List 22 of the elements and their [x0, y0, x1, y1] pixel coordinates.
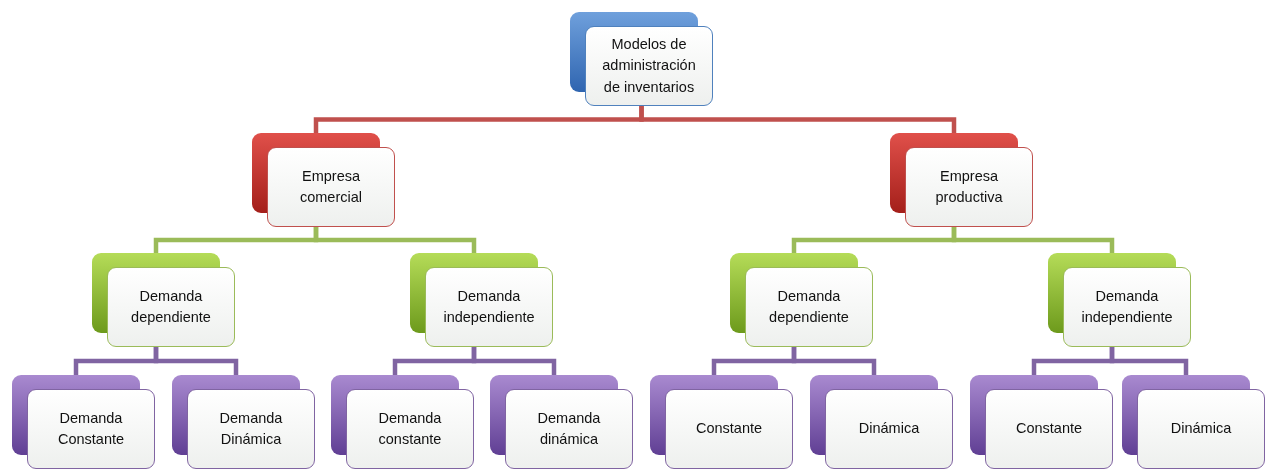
node-label: Dinámica	[858, 419, 920, 439]
node-label: Empresa productiva	[934, 167, 1004, 207]
node-label: Demanda dinámica	[536, 409, 602, 449]
node-label: Modelos de administración de inventarios	[601, 35, 697, 97]
node-label: Demanda constante	[377, 409, 443, 449]
node-label: Dinámica	[1170, 419, 1232, 439]
node-label: Demanda Constante	[56, 409, 126, 449]
node-label: Demanda independiente	[1080, 287, 1174, 327]
node-label: Demanda Dinámica	[218, 409, 284, 449]
connector-line	[1109, 347, 1189, 375]
connector-line	[791, 347, 877, 375]
connector-line	[471, 347, 557, 375]
node-label: Demanda independiente	[442, 287, 536, 327]
connector-line	[153, 347, 239, 375]
connector-line	[639, 106, 957, 133]
node-label: Constante	[695, 419, 763, 439]
connector-line	[951, 227, 1115, 253]
node-label: Constante	[1015, 419, 1083, 439]
node-label: Empresa comercial	[298, 167, 363, 207]
node-label: Demanda dependiente	[768, 287, 850, 327]
connector-line	[313, 227, 477, 253]
node-label: Demanda dependiente	[130, 287, 212, 327]
